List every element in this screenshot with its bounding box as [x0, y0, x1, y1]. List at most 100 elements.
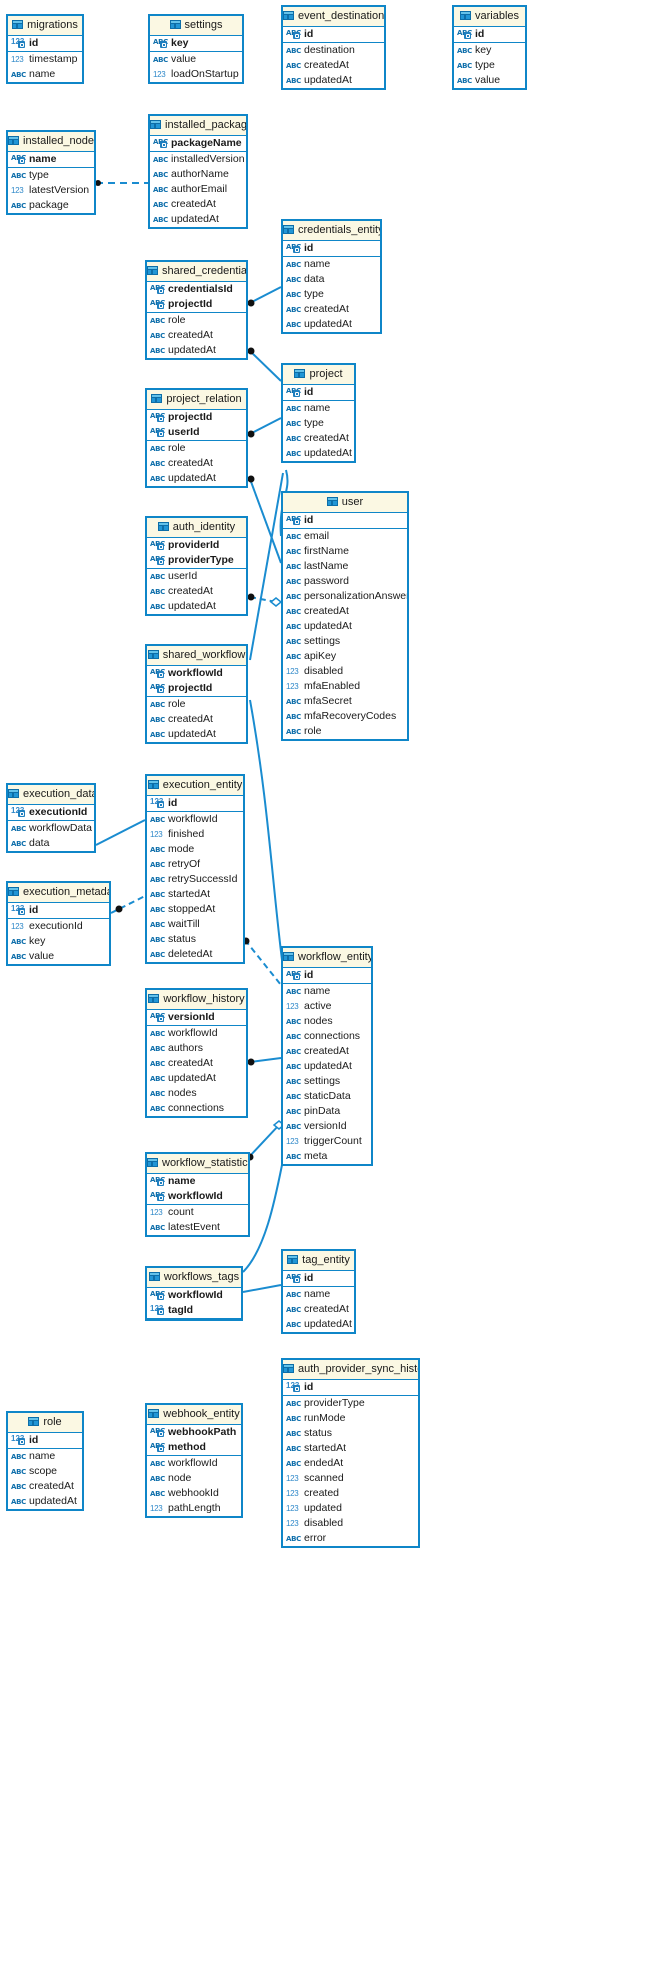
column-row-pk[interactable]: ABCmethod: [147, 1440, 241, 1455]
table-header[interactable]: migrations: [8, 16, 82, 36]
column-row-pk[interactable]: ABCid: [454, 27, 525, 42]
table-header[interactable]: credentials_entity: [283, 221, 380, 241]
table-header[interactable]: execution_metadata: [8, 883, 109, 903]
column-row-pk[interactable]: ABCprojectId: [147, 297, 246, 312]
column-row-pk[interactable]: 123id: [147, 796, 243, 811]
table-header[interactable]: auth_provider_sync_history: [283, 1360, 418, 1380]
column-row-pk[interactable]: 123tagId: [147, 1303, 241, 1318]
column-row-pk[interactable]: 123id: [8, 903, 109, 918]
table-auth_identity[interactable]: auth_identityABCproviderIdABCproviderTyp…: [145, 516, 248, 616]
table-execution_data[interactable]: execution_data123executionIdABCworkflowD…: [6, 783, 96, 853]
table-header[interactable]: auth_identity: [147, 518, 246, 538]
table-header[interactable]: workflows_tags: [147, 1268, 241, 1288]
table-role[interactable]: role123idABCnameABCscopeABCcreatedAtABCu…: [6, 1411, 84, 1511]
column-row-pk[interactable]: ABCpackageName: [150, 136, 246, 151]
table-workflows_tags[interactable]: workflows_tagsABCworkflowId123tagId: [145, 1266, 243, 1321]
table-workflow_history[interactable]: workflow_historyABCversionIdABCworkflowI…: [145, 988, 248, 1118]
table-project[interactable]: projectABCidABCnameABCtypeABCcreatedAtAB…: [281, 363, 356, 463]
table-header[interactable]: user: [283, 493, 407, 513]
table-workflow_entity[interactable]: workflow_entityABCidABCname123activeABCn…: [281, 946, 373, 1166]
table-header[interactable]: installed_packages: [150, 116, 246, 136]
table-header[interactable]: project_relation: [147, 390, 246, 410]
table-webhook_entity[interactable]: webhook_entityABCwebhookPathABCmethodABC…: [145, 1403, 243, 1518]
table-project_relation[interactable]: project_relationABCprojectIdABCuserIdABC…: [145, 388, 248, 488]
column-row-pk[interactable]: ABCid: [283, 385, 354, 400]
table-execution_metadata[interactable]: execution_metadata123id123executionIdABC…: [6, 881, 111, 966]
table-header[interactable]: event_destinations: [283, 7, 384, 27]
column-row-pk[interactable]: ABCprojectId: [147, 681, 246, 696]
table-workflow_statistics[interactable]: workflow_statisticsABCnameABCworkflowId1…: [145, 1152, 250, 1237]
column-row-pk[interactable]: ABCcredentialsId: [147, 282, 246, 297]
table-header[interactable]: role: [8, 1413, 82, 1433]
column-row-pk[interactable]: 123id: [8, 36, 82, 51]
